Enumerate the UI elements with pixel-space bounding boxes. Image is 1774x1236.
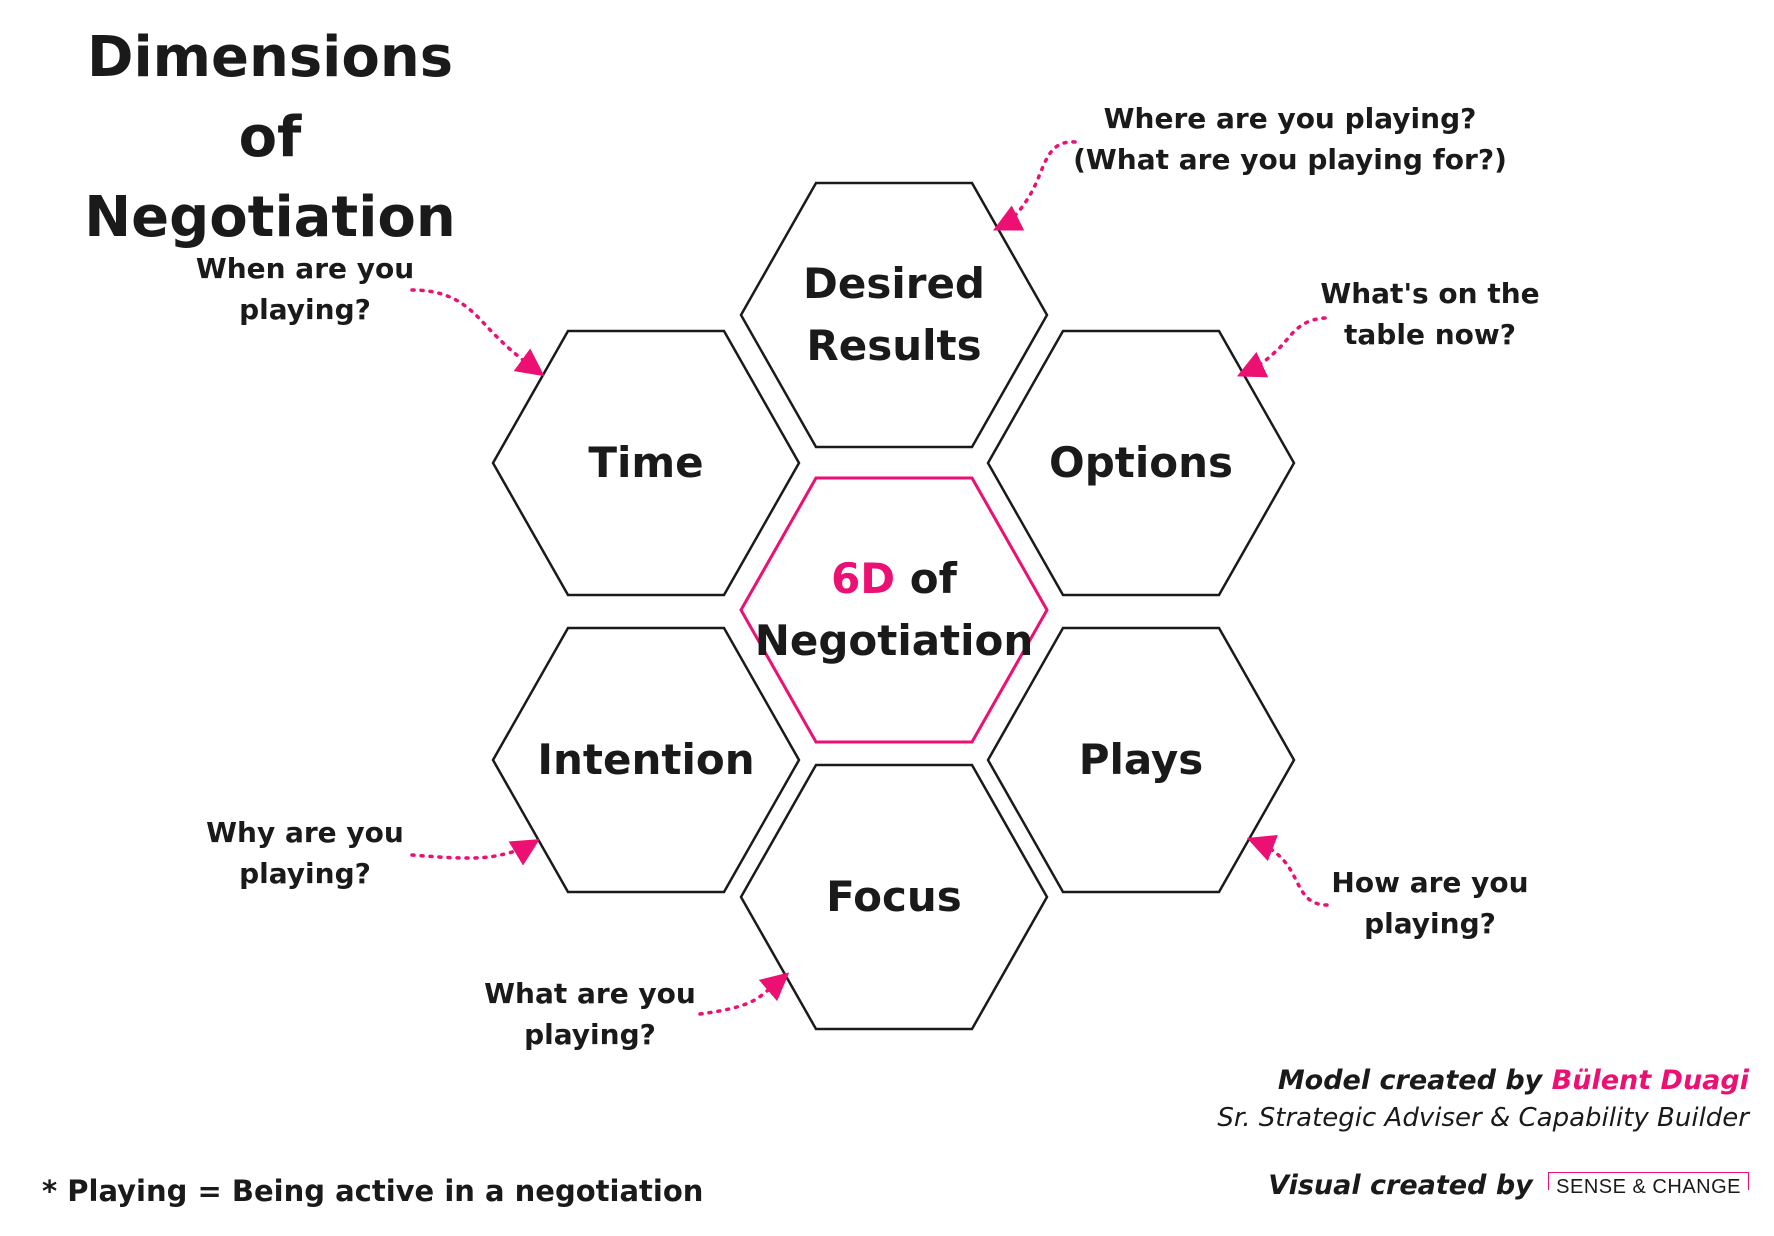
question-intention: Why are you playing? [206,816,404,890]
question-options: What's on the table now? [1320,277,1540,351]
hexagon-time: Time [491,329,801,597]
question-desired-results: Where are you playing? (What are you pla… [1073,102,1507,176]
center-highlight: 6D [831,554,896,603]
hexagon-label-time: Time [588,438,704,487]
sense-change-logo: SENSE & CHANGE [1548,1172,1749,1201]
center-label-line2: Negotiation [754,616,1034,665]
question-time: When are you playing? [195,252,415,326]
model-author: Bülent Duagi [1551,1065,1749,1096]
page-title: Dimensions of Negotiation [84,25,456,250]
hexagon-options: Options [986,329,1296,597]
question-focus: What are you playing? [484,977,696,1051]
visual-credit: Visual created by SENSE & CHANGE [1268,1170,1749,1201]
hexagon-label-desired-results: Desired Results [802,259,985,370]
center-label-of: of [895,554,957,603]
hexagon-desired-results: Desired Results [739,181,1049,449]
hexagon-label-plays: Plays [1078,735,1204,784]
center-label: 6D of Negotiation [739,476,1049,744]
hexagon-plays: Plays [986,626,1296,894]
question-plays: How are you playing? [1331,866,1529,940]
hexagon-focus: Focus [739,763,1049,1031]
hexagon-center: 6D of Negotiation [739,476,1049,744]
hexagon-intention: Intention [491,626,801,894]
hexagon-label-intention: Intention [537,735,755,784]
author-role: Sr. Strategic Adviser & Capability Build… [1217,1103,1749,1133]
footnote: * Playing = Being active in a negotiatio… [42,1174,704,1208]
model-credit: Model created by Bülent Duagi [1277,1065,1749,1096]
hexagon-label-focus: Focus [826,872,962,921]
hexagon-label-options: Options [1049,438,1233,487]
